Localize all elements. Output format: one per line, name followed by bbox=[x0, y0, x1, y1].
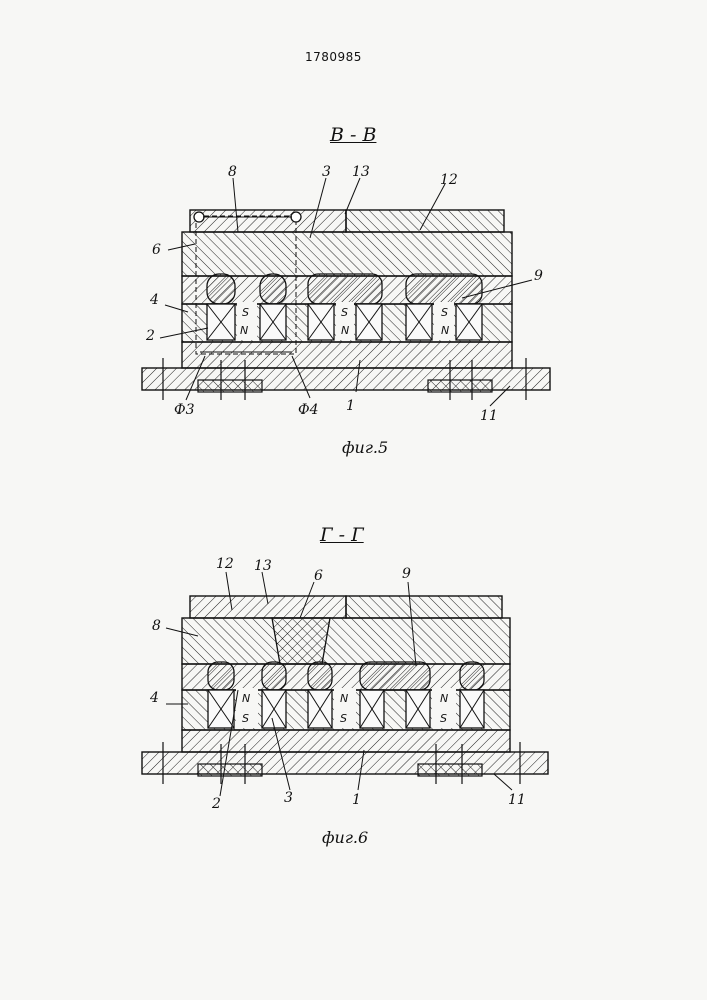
fig6-pole-n3: N bbox=[440, 692, 448, 705]
fig6-label-4: 4 bbox=[150, 690, 159, 706]
fig6-label-1: 1 bbox=[352, 792, 361, 808]
fig6-armature-8 bbox=[182, 618, 510, 664]
fig6-label-12: 12 bbox=[216, 556, 234, 572]
fig6-label-9: 9 bbox=[402, 566, 411, 582]
fig6-label-8: 8 bbox=[152, 618, 161, 634]
fig6-yoke-1 bbox=[182, 730, 510, 752]
fig6-label-3: 3 bbox=[284, 790, 293, 806]
fig6-pole-s3: S bbox=[440, 712, 447, 725]
fig6-caption: фиг.6 bbox=[322, 828, 368, 847]
fig6-pole-s1: S bbox=[242, 712, 249, 725]
fig6-label-2: 2 bbox=[212, 796, 221, 812]
fig6-label-11: 11 bbox=[508, 792, 526, 808]
fig6-label-6: 6 bbox=[314, 568, 323, 584]
fig6-bar-13 bbox=[190, 596, 346, 618]
fig6-pole-n2: N bbox=[340, 692, 348, 705]
fig6-insert-6 bbox=[272, 618, 330, 664]
fig6-section-title: Г - Г bbox=[320, 524, 364, 546]
fig6-pole-n1: N bbox=[242, 692, 250, 705]
fig6-label-13: 13 bbox=[254, 558, 272, 574]
fig6-bar-12 bbox=[346, 596, 502, 618]
fig6-pole-s2: S bbox=[340, 712, 347, 725]
